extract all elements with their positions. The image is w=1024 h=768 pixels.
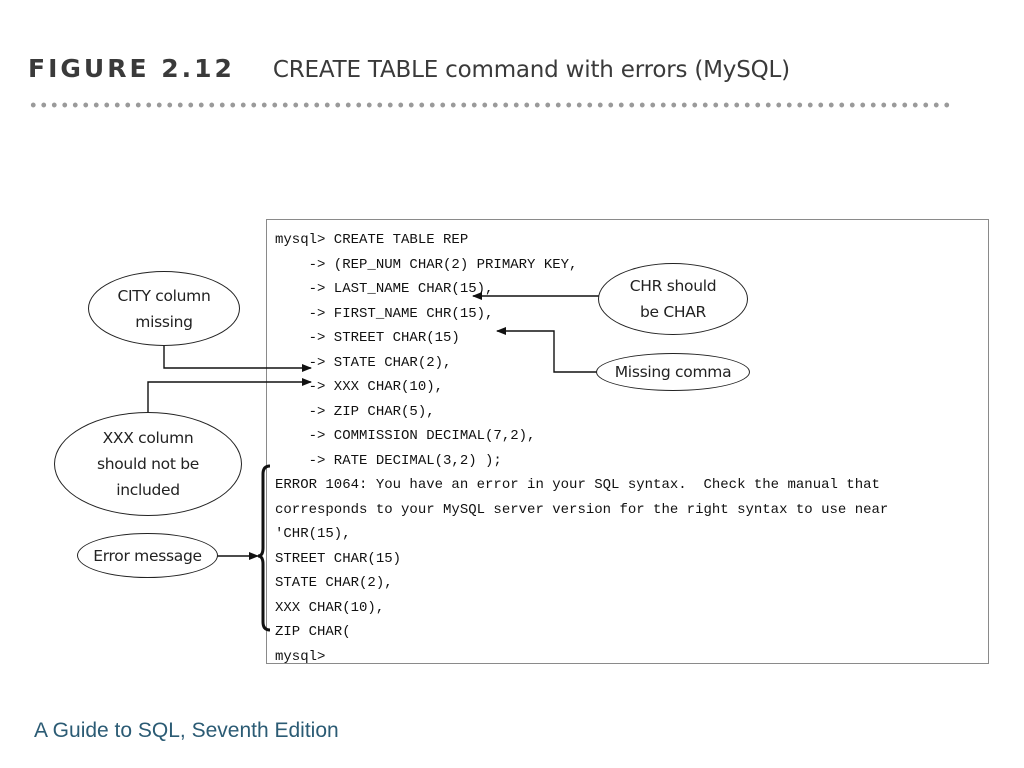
callout-text: be CHAR	[639, 303, 707, 321]
callout-text: XXX column	[102, 429, 194, 447]
error-line: STATE CHAR(2),	[275, 575, 393, 591]
error-brace	[257, 464, 271, 632]
footer-book-title: A Guide to SQL, Seventh Edition	[34, 719, 339, 742]
callout-text: Error message	[93, 546, 202, 565]
callout-text: CITY column	[117, 286, 211, 305]
error-line: corresponds to your MySQL server version…	[275, 501, 889, 518]
mysql-console: mysql> CREATE TABLE REP -> (REP_NUM CHAR…	[266, 219, 989, 665]
console-line: -> RATE DECIMAL(3,2) );	[275, 452, 502, 469]
console-line: -> STATE CHAR(2),	[275, 354, 452, 371]
arrow-city-missing	[163, 345, 312, 372]
error-line: ERROR 1064: You have an error in your SQ…	[275, 477, 880, 493]
callout-error-message: Error message	[77, 533, 218, 578]
console-line: -> (REP_NUM CHAR(2) PRIMARY KEY,	[275, 256, 578, 273]
error-line: ZIP CHAR(	[275, 624, 351, 640]
error-line: 'CHR(15),	[275, 526, 351, 542]
console-line: -> COMMISSION DECIMAL(7,2),	[275, 428, 536, 444]
console-line: -> XXX CHAR(10),	[275, 379, 444, 395]
callout-missing-comma: Missing comma	[596, 353, 750, 391]
arrow-xxx-column	[147, 378, 312, 412]
callout-text: included	[116, 481, 180, 499]
figure-heading: FIGURE 2.12 CREATE TABLE command with er…	[28, 54, 790, 94]
callout-city-missing: CITY column missing	[88, 271, 240, 346]
error-line: XXX CHAR(10),	[275, 599, 385, 616]
console-line: -> FIRST_NAME CHR(15),	[275, 305, 494, 322]
console-line: -> ZIP CHAR(5),	[275, 403, 435, 420]
callout-text: missing	[135, 312, 193, 331]
callout-chr-should: CHR should be CHAR	[598, 263, 748, 335]
callout-xxx-column: XXX column should not be included	[54, 412, 242, 516]
error-line: STREET CHAR(15)	[275, 550, 402, 567]
dotted-divider	[28, 101, 953, 109]
console-prompt-line: mysql>	[275, 648, 326, 665]
console-line: -> STREET CHAR(15)	[275, 330, 460, 346]
callout-text: CHR should	[629, 277, 717, 295]
callout-text: Missing comma	[614, 363, 732, 381]
callout-text: should not be	[96, 455, 200, 473]
console-text: mysql> CREATE TABLE REP -> (REP_NUM CHAR…	[275, 228, 888, 669]
figure-number: FIGURE 2.12	[28, 54, 235, 83]
figure-title: CREATE TABLE command with errors (MySQL)	[272, 57, 790, 83]
console-line: mysql> CREATE TABLE REP	[275, 232, 469, 248]
arrow-missing-comma	[496, 327, 598, 373]
